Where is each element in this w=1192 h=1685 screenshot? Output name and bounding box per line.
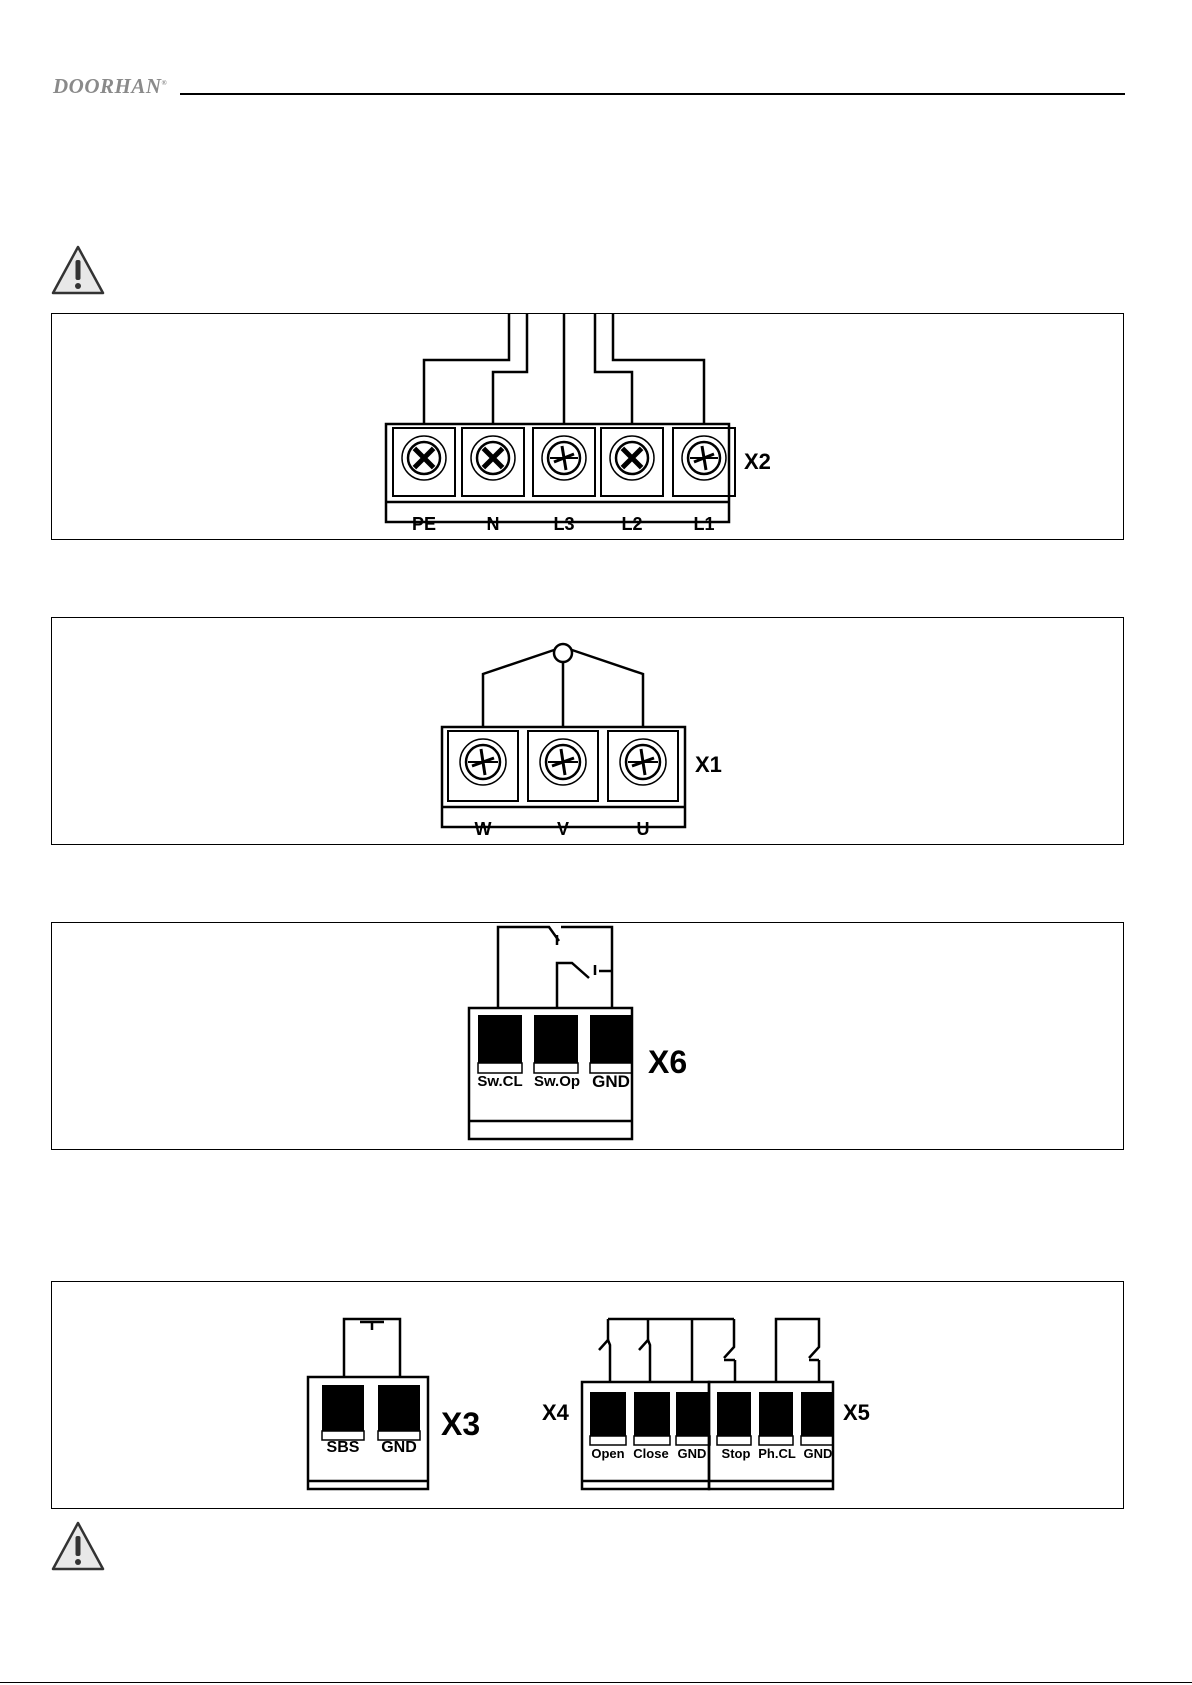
terminal-label: U [637, 819, 650, 839]
header-logo: DOORHAN® [53, 74, 167, 99]
x6-block-label: X6 [648, 1044, 687, 1080]
terminal-label: L3 [553, 514, 574, 534]
terminal-label: Sw.Op [534, 1073, 580, 1090]
x5-block-label: X5 [843, 1400, 870, 1425]
terminal-label: Open [591, 1446, 624, 1461]
terminal-label: GND [804, 1446, 833, 1461]
screw-terminal-icon [393, 428, 455, 496]
warning-triangle-icon [50, 1520, 106, 1572]
terminal-label: GND [678, 1446, 707, 1461]
header-rule [180, 93, 1125, 95]
screw-terminal-icon [462, 428, 524, 496]
x2-block-label: X2 [744, 449, 771, 474]
x4-block-label: X4 [542, 1400, 570, 1425]
terminal-label: N [487, 514, 500, 534]
diagram-limit-x6: X6 Sw.CL Sw.Op GND [51, 922, 1124, 1150]
terminal-label: W [475, 819, 492, 839]
x3-block-label: X3 [441, 1406, 480, 1442]
x1-block-label: X1 [695, 752, 722, 777]
screw-terminal-icon [601, 428, 663, 496]
terminal-label: L2 [621, 514, 642, 534]
terminal-label: GND [592, 1072, 630, 1091]
screw-terminal-icon [673, 428, 735, 496]
diagram-motor-x1: X1 W V U [51, 617, 1124, 845]
screw-terminal-icon [528, 731, 598, 801]
terminal-label: GND [381, 1439, 417, 1456]
diagram-controls-x3-x4-x5: X3 X4 X5 SBS GND Open Close GND Stop Ph.… [51, 1281, 1124, 1509]
terminal-label: Close [633, 1446, 668, 1461]
terminal-label: SBS [327, 1439, 360, 1456]
terminal-label: V [557, 819, 569, 839]
footer-rule [0, 1682, 1192, 1683]
terminal-label: Sw.CL [477, 1073, 522, 1090]
warning-triangle-icon [50, 244, 106, 296]
terminal-label: Stop [722, 1446, 751, 1461]
screw-terminal-icon [448, 731, 518, 801]
terminal-label: PE [412, 514, 436, 534]
terminal-label: Ph.CL [758, 1446, 796, 1461]
logo-text: DOORHAN [53, 74, 162, 98]
screw-terminal-icon [533, 428, 595, 496]
screw-terminal-icon [608, 731, 678, 801]
diagram-power-x2: X2 PE N L3 L2 L1 [51, 313, 1124, 540]
terminal-label: L1 [693, 514, 714, 534]
